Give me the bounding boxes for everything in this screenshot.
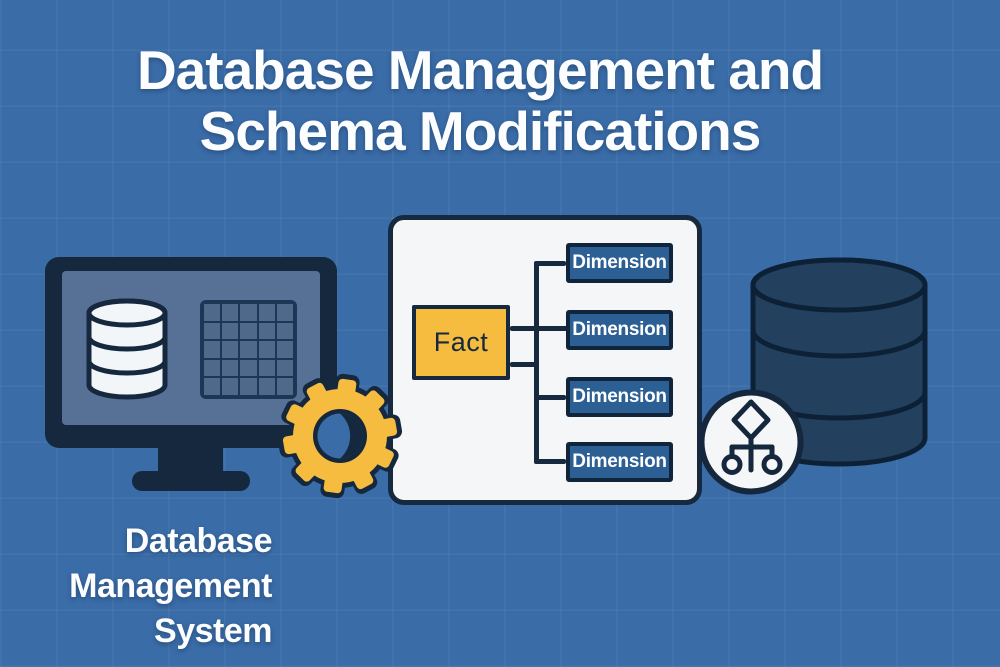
fact-box: Fact xyxy=(412,305,510,380)
connector-spine xyxy=(534,261,539,464)
monitor-screen xyxy=(62,271,320,425)
dimension-box-1: Dimension xyxy=(566,243,673,283)
dimension-box-2: Dimension xyxy=(566,310,673,350)
caption-line2: Management xyxy=(69,567,272,605)
caption-line1: Database xyxy=(124,522,273,560)
connector-dimension3 xyxy=(536,395,566,400)
fact-label: Fact xyxy=(433,327,489,357)
dimension-label-3: Dimension xyxy=(572,386,667,407)
page-title-line1: Database Management and xyxy=(136,39,824,101)
page-title: Database Management and Schema Modificat… xyxy=(0,40,980,162)
table-grid-icon xyxy=(200,300,297,399)
connector-fact-dimension2 xyxy=(510,326,568,331)
gear-icon xyxy=(277,373,403,499)
connector-dimension4 xyxy=(536,459,566,464)
dimension-box-3: Dimension xyxy=(566,377,673,417)
dimension-label-2: Dimension xyxy=(572,319,667,340)
dimension-box-4: Dimension xyxy=(566,442,673,482)
dimension-label-1: Dimension xyxy=(572,252,667,273)
caption-dbms: Database Management System xyxy=(69,519,272,654)
monitor-stand-base xyxy=(132,471,250,491)
connector-fact-stub xyxy=(510,362,539,367)
dimension-label-4: Dimension xyxy=(572,451,667,472)
database-cylinder-icon xyxy=(750,257,928,467)
flowchart-icon xyxy=(698,389,804,495)
database-icon xyxy=(86,298,168,400)
monitor-icon xyxy=(45,257,337,448)
connector-dimension1 xyxy=(536,261,566,266)
page-title-line2: Schema Modifications xyxy=(199,100,762,162)
monitor-stand-neck xyxy=(158,447,223,475)
caption-line3: System xyxy=(154,612,272,650)
schema-card: Fact Dimension Dimension Dimension Dimen… xyxy=(388,215,702,505)
